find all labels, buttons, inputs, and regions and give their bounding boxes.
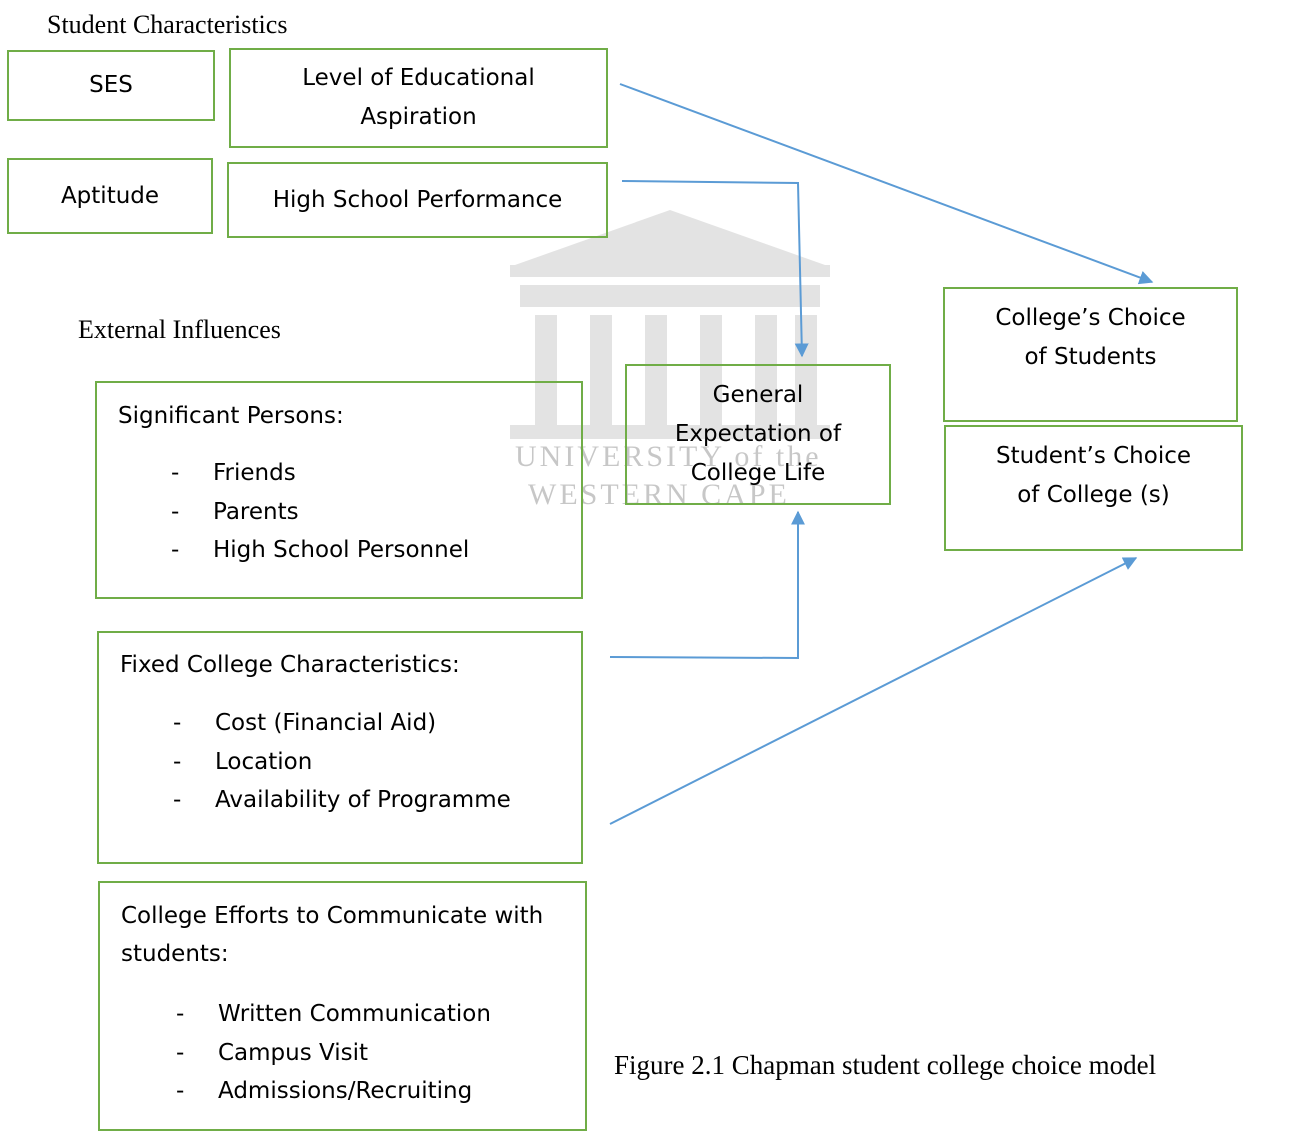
arrow-fixed-to-expectation [609,510,805,660]
list-item: -High School Personnel [171,537,470,563]
significant-persons-list: -Friends -Parents -High School Personnel [171,454,470,570]
fixed-characteristics-list: -Cost (Financial Aid) -Location -Availab… [173,704,511,820]
arrow-fixed-to-student-choice [609,557,1138,825]
college-efforts-title-line1: College Efforts to Communicate with [121,903,544,929]
list-item: -Friends [171,460,296,486]
college-efforts-title-line2: students: [121,941,229,967]
college-choice-of-students-label: College’s Choice of Students [995,305,1186,370]
watermark-line-2: WESTERN CAPE [528,478,790,511]
aspiration-label: Level of Educational Aspiration [302,65,535,130]
fixed-characteristics-box: Fixed College Characteristics: -Cost (Fi… [97,631,583,864]
watermark-line-1: UNIVERSITY of the [515,440,822,473]
aptitude-label: Aptitude [60,182,160,209]
figure-caption: Figure 2.1 Chapman student college choic… [614,1050,1157,1080]
college-choice-of-students-box: College’s Choice of Students [943,287,1238,422]
high-school-label: High School Performance [272,186,563,213]
ses-box: SES [7,50,215,121]
significant-persons-title: Significant Persons: [118,403,344,429]
high-school-box: High School Performance [227,162,608,238]
fixed-characteristics-title: Fixed College Characteristics: [120,652,460,678]
student-characteristics-heading: Student Characteristics [47,10,288,39]
list-item: -Written Communication [176,1001,491,1027]
list-item: -Campus Visit [176,1039,369,1066]
arrow-aspiration-to-college-choice [619,83,1154,285]
general-expectation-label: General Expectation of College Life [674,382,842,486]
aptitude-box: Aptitude [7,158,213,234]
list-item: -Parents [171,498,299,525]
list-item: -Availability of Programme [173,787,511,813]
student-choice-of-college-box: Student’s Choice of College (s) [944,425,1243,551]
list-item: -Cost (Financial Aid) [173,710,437,736]
significant-persons-box: Significant Persons: -Friends -Parents -… [95,381,583,599]
external-influences-heading: External Influences [78,315,281,344]
arrow-highschool-to-expectation [621,180,809,358]
list-item: -Location [173,748,313,775]
aspiration-box: Level of Educational Aspiration [229,48,608,148]
general-expectation-box: General Expectation of College Life [625,364,891,505]
list-item: -Admissions/Recruiting [176,1078,473,1104]
student-choice-of-college-label: Student’s Choice of College (s) [995,443,1192,508]
college-efforts-list: -Written Communication -Campus Visit -Ad… [176,995,491,1111]
ses-label: SES [89,72,133,98]
